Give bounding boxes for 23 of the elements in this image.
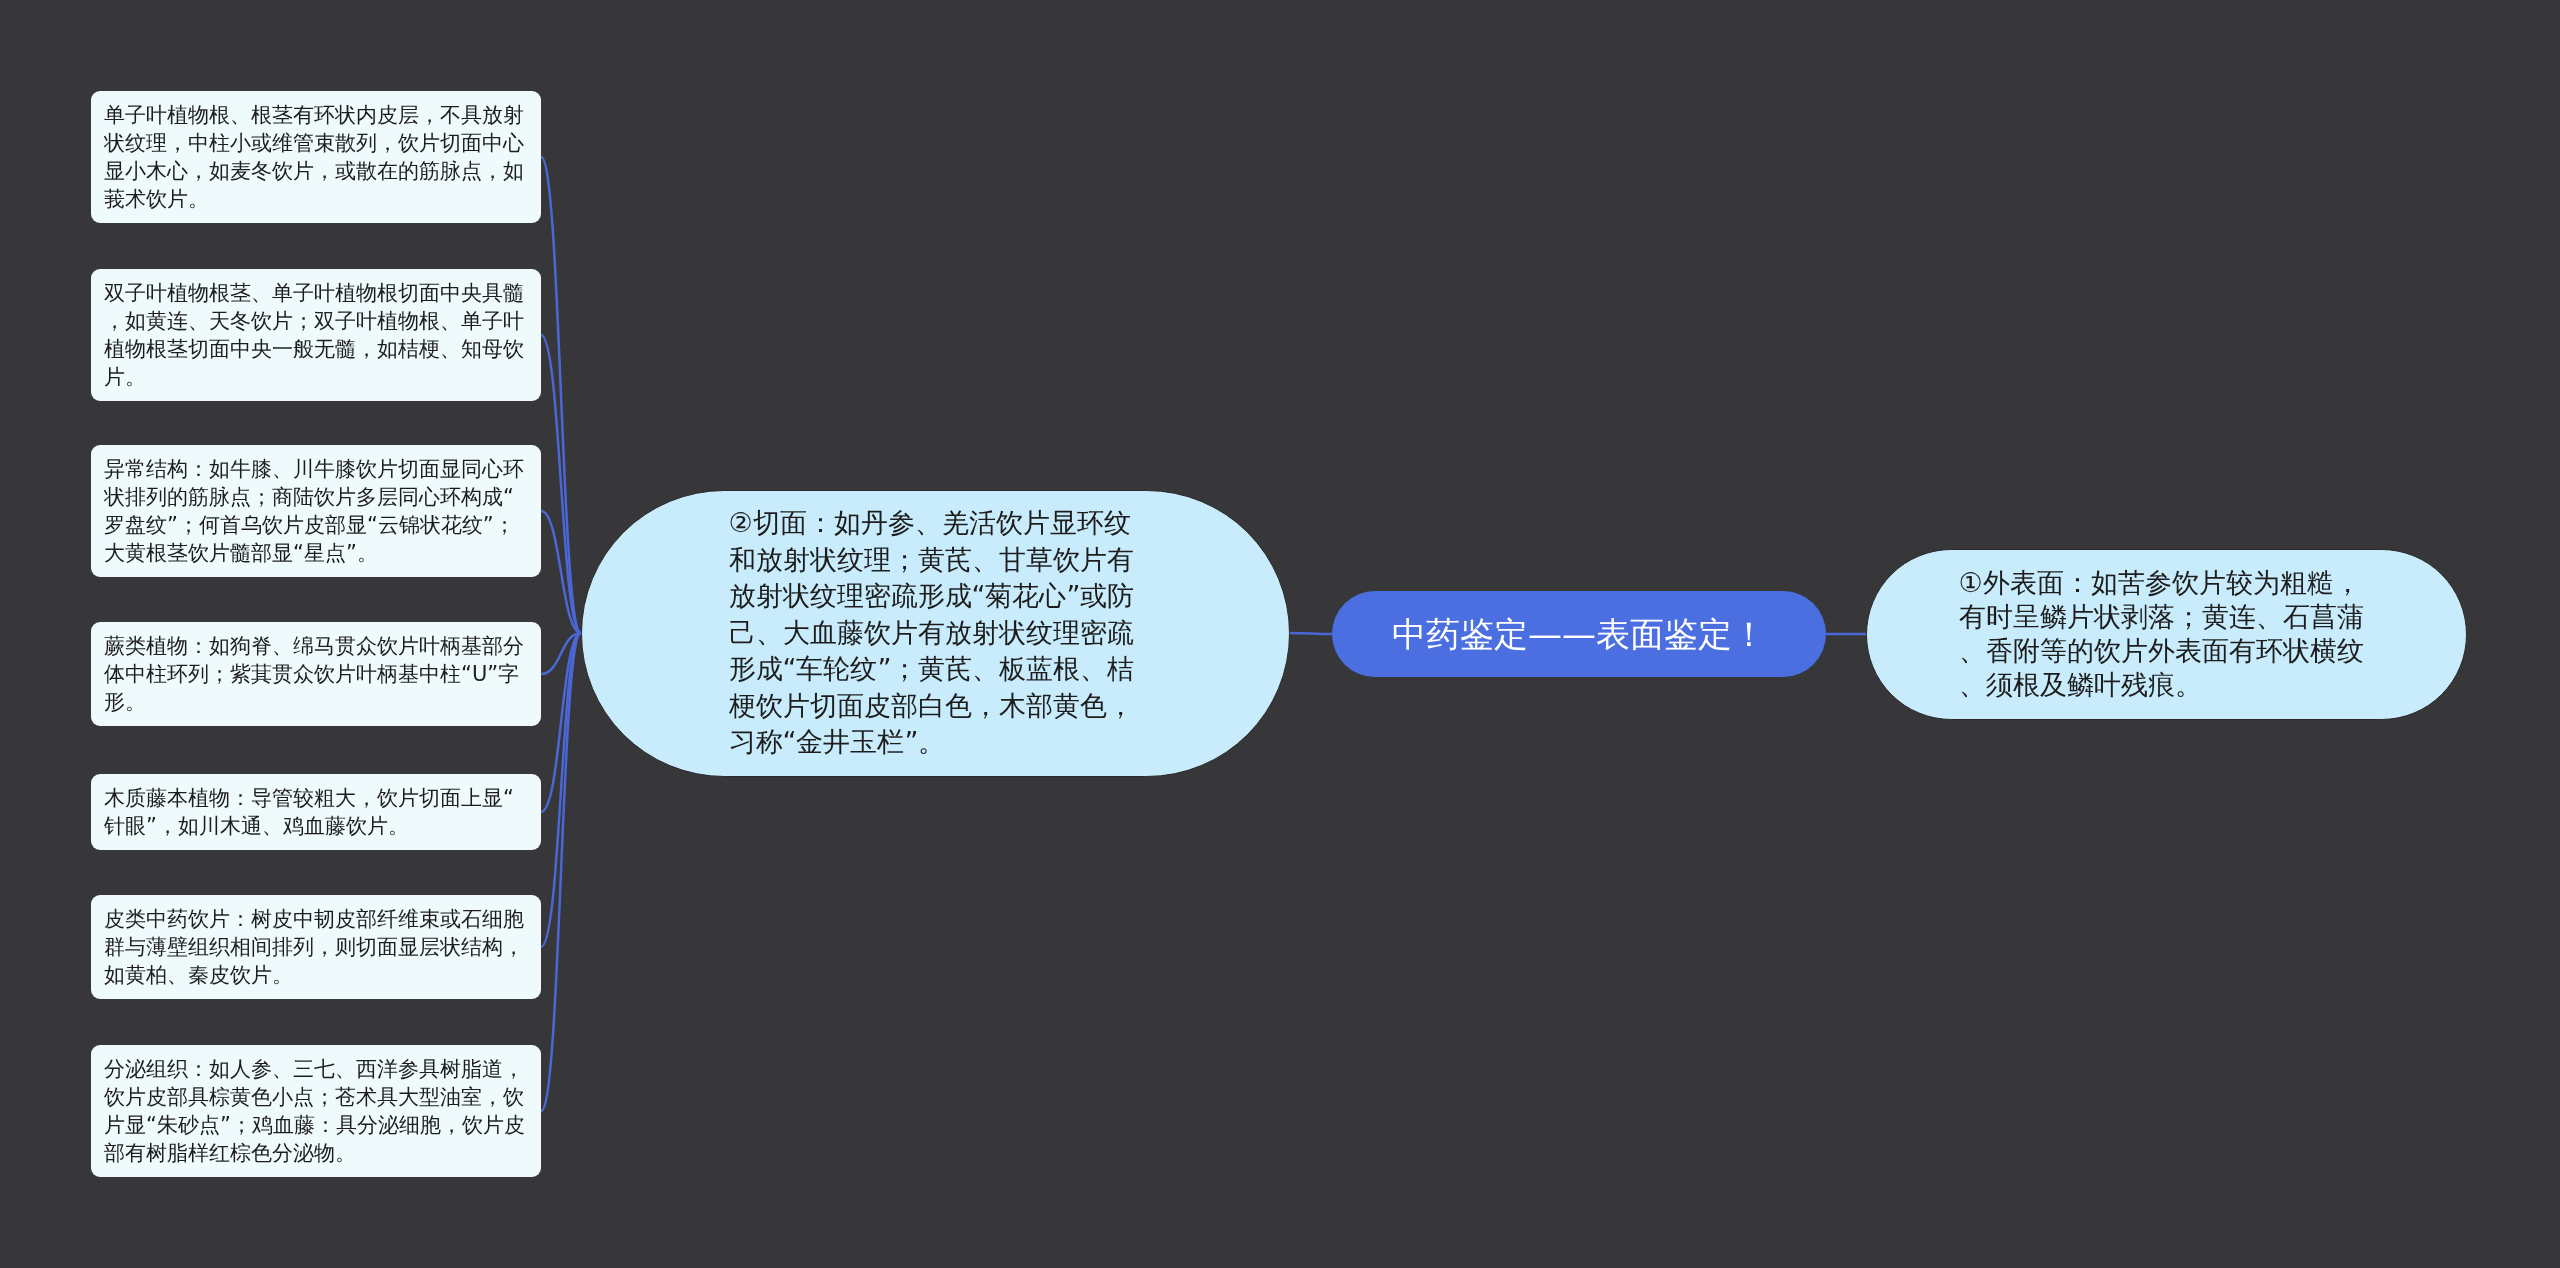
detail-card xyxy=(91,1045,541,1177)
card-text: 单子叶植物根、根茎有环状内皮层，不具放射状纹理，中柱小或维管束散列，饮片切面中心显小木心，如麦冬饮片，或散在的筋脉点，如莪术饮片。 xyxy=(104,102,525,213)
detail-card xyxy=(91,895,541,999)
connector-line xyxy=(1826,632,1866,636)
detail-card xyxy=(91,774,541,850)
detail-card xyxy=(91,269,541,401)
subtopic-text: ①外表面：如苦参饮片较为粗糙，有时呈鳞片状剥落；黄连、石菖蒲、香附等的饮片外表面有环状横纹、须根及鳞叶残痕。 xyxy=(1958,566,2365,702)
topic-text: 中药鉴定——表面鉴定！ xyxy=(1392,613,1766,656)
detail-card xyxy=(91,622,541,726)
connector-line xyxy=(539,156,583,634)
subtopic-text: ②切面：如丹参、羌活饮片显环纹和放射状纹理；黄芪、甘草饮片有放射状纹理密疏形成“菊花心”或防己、大血藤饮片有放射状纹理密疏形成“车轮纹”；黄芪、板蓝根、桔梗饮片切面皮部白色，木部黄色，习称“金井玉栏”。 xyxy=(728,506,1136,760)
card-text: 异常结构：如牛膝、川牛膝饮片切面显同心环状排列的筋脉点；商陆饮片多层同心环构成“罗盘纹”；何首乌饮片皮部显“云锦状花纹”；大黄根茎饮片髓部显“星点”。 xyxy=(104,456,525,567)
card-text: 分泌组织：如人参、三七、西洋参具树脂道，饮片皮部具棕黄色小点；苍术具大型油室，饮片显“朱砂点”；鸡血藤：具分泌细胞，饮片皮部有树脂样红棕色分泌物。 xyxy=(104,1056,526,1167)
connector-line xyxy=(1290,631,1332,636)
connector-line xyxy=(540,632,582,948)
card-text: 皮类中药饮片：树皮中韧皮部纤维束或石细胞群与薄壁组织相间排列，则切面显层状结构，如黄柏、秦皮饮片。 xyxy=(104,906,525,989)
connector-line xyxy=(540,334,582,634)
card-text: 木质藤本植物：导管较粗大，饮片切面上显“针眼”，如川木通、鸡血藤饮片。 xyxy=(104,785,515,840)
card-text: 双子叶植物根茎、单子叶植物根切面中央具髓，如黄连、天冬饮片；双子叶植物根、单子叶植物根茎切面中央一般无髓，如桔梗、知母饮片。 xyxy=(104,280,525,391)
detail-card xyxy=(91,91,541,223)
detail-card xyxy=(91,445,541,577)
connector-line xyxy=(539,632,583,1112)
card-text: 蕨类植物：如狗脊、绵马贯众饮片叶柄基部分体中柱环列；紫萁贯众饮片叶柄基中柱“U”字形。 xyxy=(104,633,525,716)
